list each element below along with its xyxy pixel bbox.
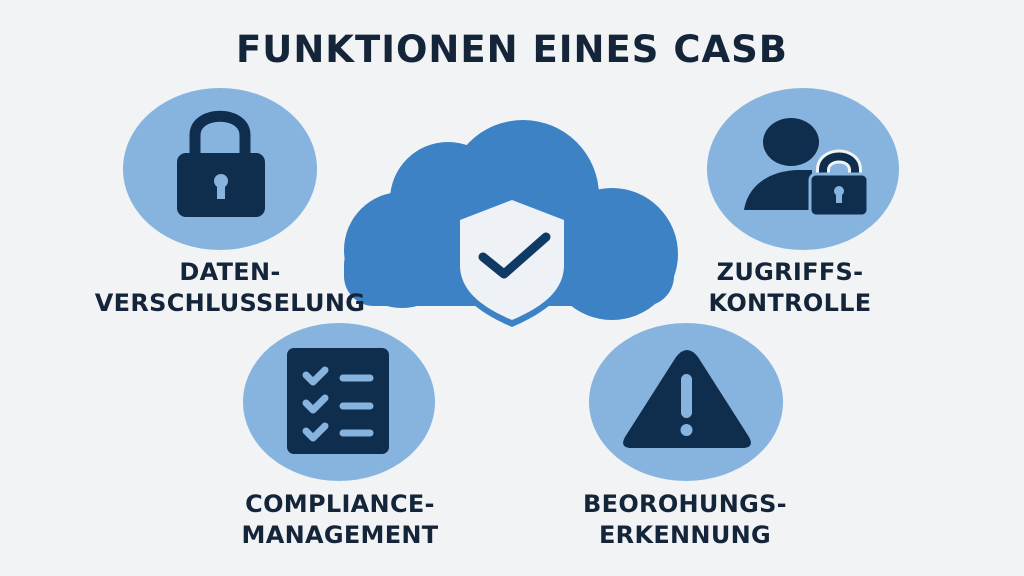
label-line-2: MANAGEMENT [241, 521, 439, 549]
cloud-shield-check-icon [344, 120, 678, 327]
feature-compliance-management [243, 323, 435, 481]
padlock-icon [177, 110, 265, 217]
label-line-2: ERKENNUNG [598, 521, 771, 549]
feature-access-control [707, 88, 899, 250]
label-line-1: ZUGRIFFS- [716, 258, 864, 286]
label-access-control: ZUGRIFFS- KONTROLLE [640, 257, 940, 319]
user-lock-icon [744, 118, 870, 218]
page-title: FUNKTIONEN EINES CASB [236, 28, 788, 71]
label-data-encryption: DATEN- VERSCHLUSSELUNG [60, 257, 400, 319]
feature-data-encryption [123, 88, 317, 250]
label-line-1: DATEN- [179, 258, 281, 286]
checklist-icon [287, 348, 389, 454]
label-line-1: COMPLIANCE- [245, 490, 435, 518]
label-compliance-management: COMPLIANCE- MANAGEMENT [190, 489, 490, 551]
label-line-1: BEOROHUNGS- [583, 490, 787, 518]
warning-triangle-icon [623, 350, 751, 448]
label-line-2: KONTROLLE [708, 289, 872, 317]
label-line-2: VERSCHLUSSELUNG [94, 289, 366, 317]
label-threat-detection: BEOROHUNGS- ERKENNUNG [535, 489, 835, 551]
feature-threat-detection [589, 323, 783, 481]
